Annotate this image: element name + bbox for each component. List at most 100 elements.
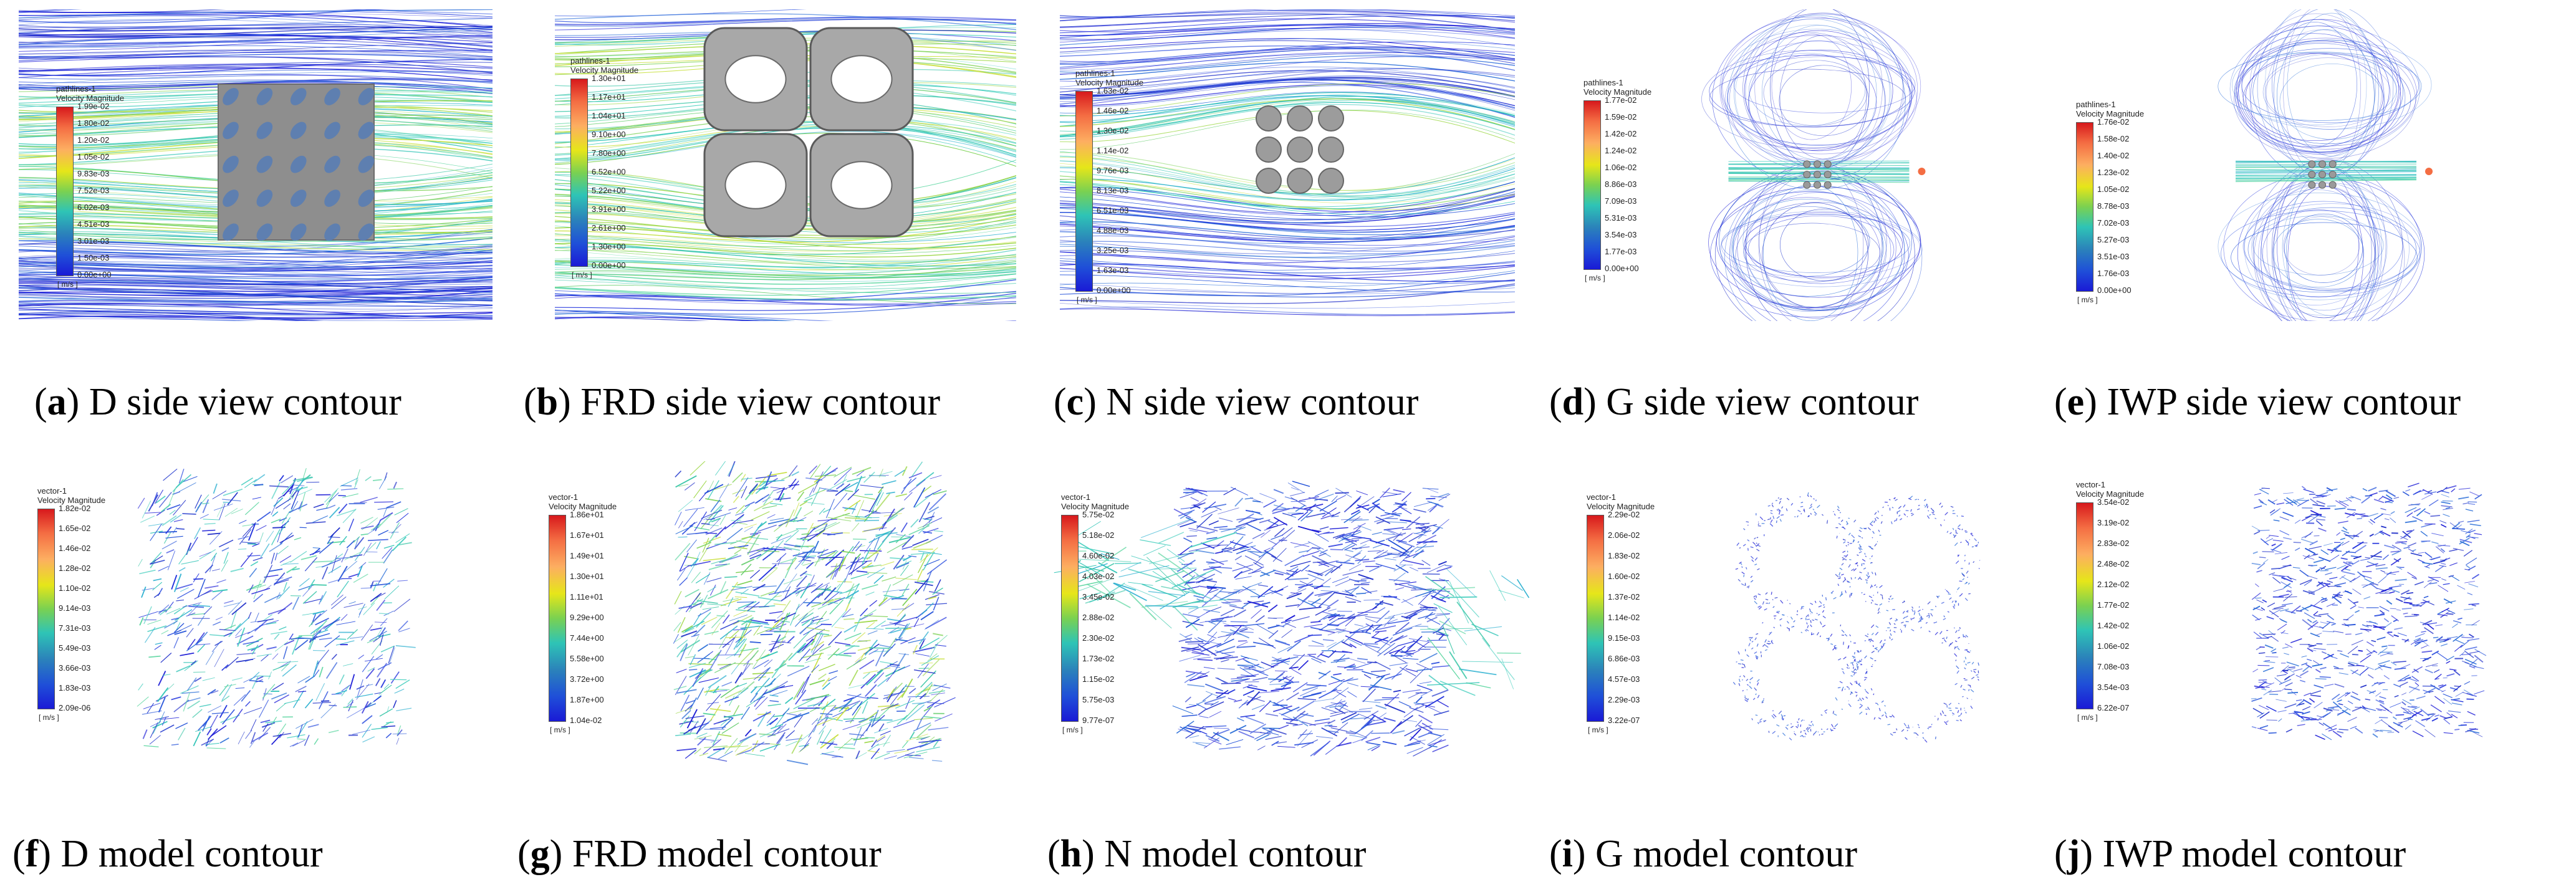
velocity-vector bbox=[1233, 536, 1244, 548]
velocity-vector bbox=[314, 661, 320, 674]
velocity-vector bbox=[1875, 631, 1879, 636]
velocity-vector bbox=[1256, 623, 1274, 635]
velocity-vector bbox=[762, 547, 786, 551]
velocity-vector bbox=[1501, 575, 1523, 592]
velocity-vector bbox=[819, 507, 825, 515]
velocity-vector bbox=[1251, 546, 1262, 553]
velocity-vector bbox=[1328, 679, 1345, 685]
velocity-vector bbox=[812, 582, 830, 593]
velocity-vector bbox=[1155, 570, 1185, 582]
velocity-vector bbox=[1197, 671, 1210, 678]
velocity-vector bbox=[1284, 555, 1304, 567]
velocity-vector bbox=[209, 714, 218, 729]
velocity-vector bbox=[1833, 645, 1837, 647]
velocity-vector bbox=[1289, 711, 1306, 723]
velocity-vector bbox=[223, 632, 233, 637]
velocity-vector bbox=[1955, 560, 1959, 564]
colorbar-tick-label: 4.60e-02 bbox=[1082, 551, 1115, 560]
velocity-vector bbox=[336, 621, 356, 626]
velocity-vector bbox=[1302, 592, 1314, 602]
legend-title: Velocity Magnitude bbox=[570, 65, 639, 75]
velocity-vector bbox=[1969, 686, 1971, 688]
velocity-vector bbox=[192, 604, 211, 607]
velocity-vector bbox=[2368, 487, 2377, 492]
velocity-vector bbox=[2430, 514, 2440, 517]
velocity-vector bbox=[355, 469, 360, 485]
velocity-vector bbox=[826, 490, 839, 492]
velocity-vector bbox=[844, 499, 861, 512]
velocity-vector bbox=[253, 593, 264, 603]
velocity-vector bbox=[1802, 735, 1804, 737]
velocity-vector bbox=[292, 568, 300, 571]
velocity-vector bbox=[1966, 649, 1969, 653]
velocity-vector bbox=[1158, 552, 1193, 578]
velocity-vector bbox=[1850, 577, 1852, 580]
velocity-vector bbox=[1382, 533, 1400, 535]
velocity-vector bbox=[2378, 576, 2387, 583]
recirculation-line bbox=[2265, 57, 2391, 127]
velocity-vector bbox=[1753, 595, 1756, 598]
velocity-vector bbox=[734, 596, 747, 598]
velocity-vector bbox=[1355, 544, 1367, 550]
velocity-vector bbox=[915, 578, 929, 595]
velocity-vector bbox=[1449, 581, 1469, 624]
velocity-vector bbox=[312, 547, 320, 549]
velocity-vector bbox=[741, 558, 755, 566]
velocity-vector bbox=[179, 482, 196, 492]
velocity-vector bbox=[1327, 624, 1338, 627]
velocity-vector bbox=[816, 586, 832, 597]
velocity-vector bbox=[913, 540, 931, 549]
velocity-vector bbox=[320, 591, 327, 602]
velocity-vector bbox=[872, 512, 896, 514]
velocity-vector bbox=[1810, 512, 1812, 515]
velocity-vector bbox=[2337, 699, 2342, 702]
pathline bbox=[19, 64, 493, 70]
velocity-vector bbox=[1970, 689, 1974, 692]
velocity-vector bbox=[1915, 499, 1918, 501]
velocity-vector bbox=[1976, 674, 1979, 676]
velocity-vector bbox=[1800, 731, 1802, 733]
velocity-vector bbox=[1336, 561, 1355, 565]
velocity-vector bbox=[849, 733, 864, 736]
velocity-vector bbox=[264, 585, 272, 591]
velocity-vector bbox=[219, 539, 234, 548]
velocity-vector bbox=[706, 694, 721, 711]
velocity-vector bbox=[1228, 697, 1236, 701]
velocity-vector bbox=[931, 760, 943, 762]
velocity-vector bbox=[2315, 520, 2323, 527]
velocity-vector bbox=[923, 570, 933, 592]
pathline bbox=[1060, 38, 1515, 54]
velocity-vector bbox=[693, 625, 706, 637]
velocity-vector bbox=[277, 524, 284, 543]
velocity-vector bbox=[1857, 661, 1860, 664]
pathline bbox=[1060, 70, 1515, 90]
velocity-vector bbox=[714, 542, 736, 545]
recirculation-line bbox=[1719, 211, 1923, 287]
velocity-vector bbox=[173, 637, 180, 649]
pathline bbox=[555, 227, 1016, 249]
scaffold-model bbox=[1803, 160, 1832, 189]
velocity-vector bbox=[1909, 496, 1913, 499]
velocity-vector bbox=[1393, 689, 1401, 692]
velocity-vector bbox=[698, 608, 711, 617]
colorbar-tick-label: 1.42e-02 bbox=[1605, 129, 1637, 138]
velocity-vector bbox=[713, 686, 719, 694]
velocity-vector bbox=[832, 568, 838, 580]
velocity-vector bbox=[2378, 717, 2388, 719]
velocity-vector bbox=[735, 512, 744, 516]
velocity-vector bbox=[282, 646, 288, 659]
velocity-vector bbox=[339, 535, 347, 545]
velocity-vector bbox=[1268, 519, 1280, 529]
velocity-vector bbox=[1934, 605, 1937, 608]
velocity-vector bbox=[1888, 601, 1890, 603]
velocity-vector bbox=[1272, 656, 1289, 665]
velocity-vector bbox=[2350, 695, 2361, 701]
velocity-vector bbox=[1193, 656, 1211, 660]
velocity-vector bbox=[909, 731, 915, 740]
velocity-vector bbox=[873, 537, 880, 552]
velocity-vector bbox=[243, 675, 258, 683]
velocity-vector bbox=[874, 727, 888, 734]
velocity-vector bbox=[2271, 508, 2281, 515]
velocity-vector bbox=[1351, 516, 1361, 524]
pathline bbox=[1060, 70, 1515, 93]
